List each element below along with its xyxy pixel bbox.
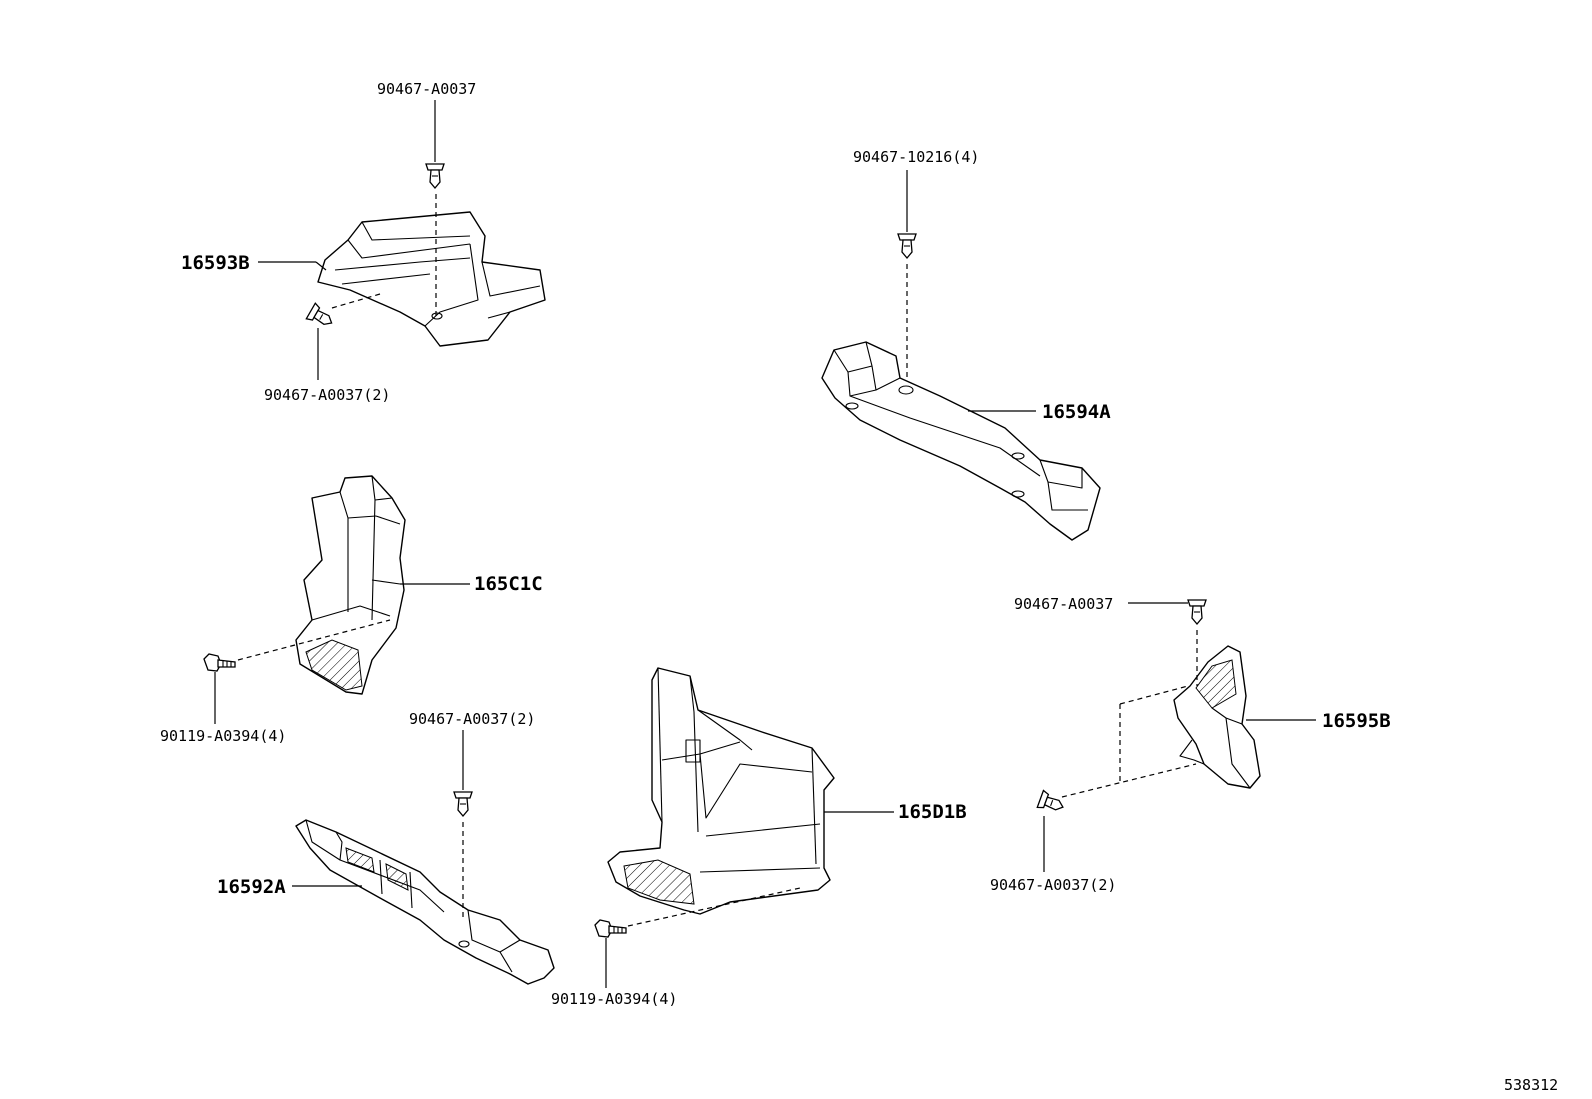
- clip-icon-16595B-top: [1119, 599, 1207, 782]
- label-16594A: 16594A: [1042, 401, 1111, 423]
- bolt-icon-165C1C: [203, 619, 391, 724]
- clip-icon-16593B: [305, 293, 381, 380]
- clip-icon-top: [425, 100, 445, 318]
- clip-icon-16594A: [897, 170, 917, 378]
- label-fastener-16592A: 90467-A0037(2): [409, 710, 535, 728]
- label-165D1B: 165D1B: [898, 801, 967, 823]
- part-16594A: [821, 341, 1101, 541]
- part-16593B: [258, 211, 546, 347]
- label-fastener-16594A: 90467-10216(4): [853, 148, 979, 166]
- part-165D1B: [607, 667, 894, 915]
- part-165C1C: [295, 475, 470, 695]
- bolt-icon-165D1B: [594, 887, 801, 988]
- clip-icon-16595B: [1036, 763, 1197, 872]
- label-165C1C: 165C1C: [474, 573, 543, 595]
- label-fastener-165C1C: 90119-A0394(4): [160, 727, 286, 745]
- label-fastener-165D1B: 90119-A0394(4): [551, 990, 677, 1008]
- clip-icon-16592A: [453, 730, 473, 920]
- label-fastener-16595B-top: 90467-A0037: [1014, 595, 1113, 613]
- label-fastener-16595B: 90467-A0037(2): [990, 876, 1116, 894]
- reference-number: 538312: [1504, 1076, 1558, 1094]
- label-16592A: 16592A: [217, 876, 286, 898]
- label-fastener-top-clip: 90467-A0037: [377, 80, 476, 98]
- part-16595B: [1173, 645, 1316, 789]
- label-16595B: 16595B: [1322, 710, 1391, 732]
- label-fastener-16593B: 90467-A0037(2): [264, 386, 390, 404]
- label-16593B: 16593B: [181, 252, 250, 274]
- part-16592A: [292, 819, 555, 985]
